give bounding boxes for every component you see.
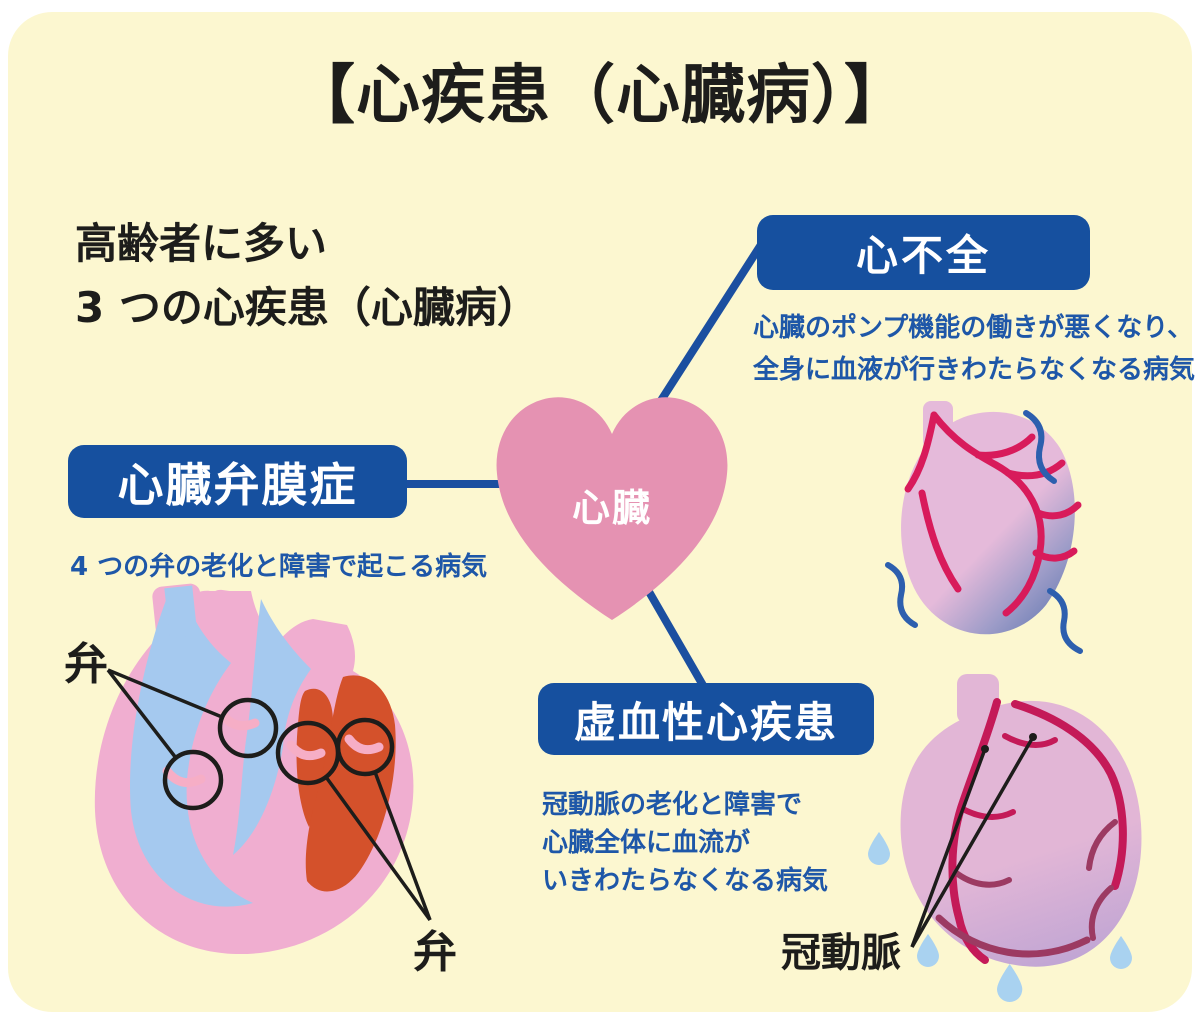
valve-pointer-line xyxy=(324,775,432,922)
coronary-label: 冠動脈 xyxy=(781,930,901,976)
valvular-box: 心臓弁膜症 xyxy=(68,445,407,518)
coronary-artery xyxy=(1088,885,1114,941)
valve-squiggle xyxy=(218,710,260,731)
connector-line-ischemic xyxy=(644,588,712,696)
weak-heart-illustration xyxy=(885,401,1083,654)
tremor-line xyxy=(1047,588,1083,654)
tremor-line xyxy=(885,562,918,628)
coronary-pointer-line xyxy=(910,748,987,948)
sweat-drop-icon xyxy=(868,832,890,865)
heart-failure-desc-line-1: 心臓のポンプ機能の働きが悪くなり、 xyxy=(753,313,1194,343)
intro-text: 高齢者に多い 3 つの心疾患（心臓病） xyxy=(75,212,539,340)
valvular-label: 心臓弁膜症 xyxy=(117,457,358,512)
right-chamber-red-large xyxy=(305,675,396,892)
coronary-artery xyxy=(930,411,1045,617)
valvular-description: 4 つの弁の老化と障害で起こる病気 xyxy=(70,546,487,583)
valve-squiggle xyxy=(344,734,384,755)
page-title: 【心疾患（心臓病）】 xyxy=(291,59,909,133)
sweat-drop-icon xyxy=(917,934,939,967)
heart-failure-description: 心臓のポンプ機能の働きが悪くなり、 全身に血液が行きわたらなくなる病気 xyxy=(753,307,1195,391)
coronary-pointer-dot xyxy=(981,745,989,753)
coronary-heart-body xyxy=(900,700,1142,967)
ischemic-label: 虚血性心疾患 xyxy=(573,697,838,747)
coronary-artery xyxy=(952,869,1012,888)
coronary-artery xyxy=(935,914,1091,958)
heart-failure-box: 心不全 xyxy=(757,215,1090,290)
center-heart-illustration: 心臓 xyxy=(496,397,728,620)
valvular-desc-line-1: 4 つの弁の老化と障害で起こる病気 xyxy=(70,552,488,582)
valve-squiggle xyxy=(286,740,326,761)
heart-icon xyxy=(496,397,728,620)
ischemic-desc-line-1: 冠動脈の老化と障害で xyxy=(542,790,803,820)
connector-line-heart-failure xyxy=(656,237,768,405)
valve-pointer-line xyxy=(107,668,223,719)
ischemic-desc-line-2: 心臓全体に血流が xyxy=(542,828,751,858)
ischemic-box: 虚血性心疾患 xyxy=(538,683,874,755)
coronary-pointer-dot xyxy=(1029,733,1037,741)
valve-circle xyxy=(335,717,395,777)
center-channel-blue xyxy=(233,599,311,855)
coronary-artery xyxy=(1011,700,1127,890)
ischemic-desc-line-3: いきわたらなくなる病気 xyxy=(542,866,829,896)
sweat-drop-icon xyxy=(1110,936,1132,969)
valve-circle xyxy=(217,697,279,759)
intro-line-1: 高齢者に多い xyxy=(75,219,328,268)
stem-channel-blue xyxy=(164,585,198,639)
coronary-artery xyxy=(1002,733,1058,748)
heart-failure-label: 心不全 xyxy=(855,231,991,280)
center-heart-label: 心臓 xyxy=(572,486,652,530)
coronary-heart-illustration xyxy=(868,674,1142,1002)
valve-heart-illustration xyxy=(94,583,432,955)
sweat-drop-icon xyxy=(997,964,1023,1002)
valve-circle xyxy=(162,749,224,811)
valve-pointer-line xyxy=(106,668,178,760)
valve-pointer-line xyxy=(373,771,432,921)
coronary-artery xyxy=(1032,547,1078,562)
coronary-artery xyxy=(918,489,962,593)
coronary-artery xyxy=(1086,819,1118,871)
coronary-artery xyxy=(1004,459,1066,480)
intro-line-2: 3 つの心疾患（心臓病） xyxy=(75,283,539,332)
coronary-artery xyxy=(1034,501,1082,520)
coronary-pointer-line xyxy=(910,736,1035,948)
valve-squiggle xyxy=(162,766,206,788)
heart-failure-desc-line-2: 全身に血液が行きわたらなくなる病気 xyxy=(753,355,1196,385)
ischemic-description: 冠動脈の老化と障害で 心臓全体に血流が いきわたらなくなる病気 xyxy=(542,786,828,900)
valve-label-top: 弁 xyxy=(64,639,108,690)
coronary-artery xyxy=(974,433,1036,459)
valve-label-bottom: 弁 xyxy=(413,927,457,978)
tremor-line xyxy=(1023,410,1057,484)
coronary-artery xyxy=(904,411,938,493)
